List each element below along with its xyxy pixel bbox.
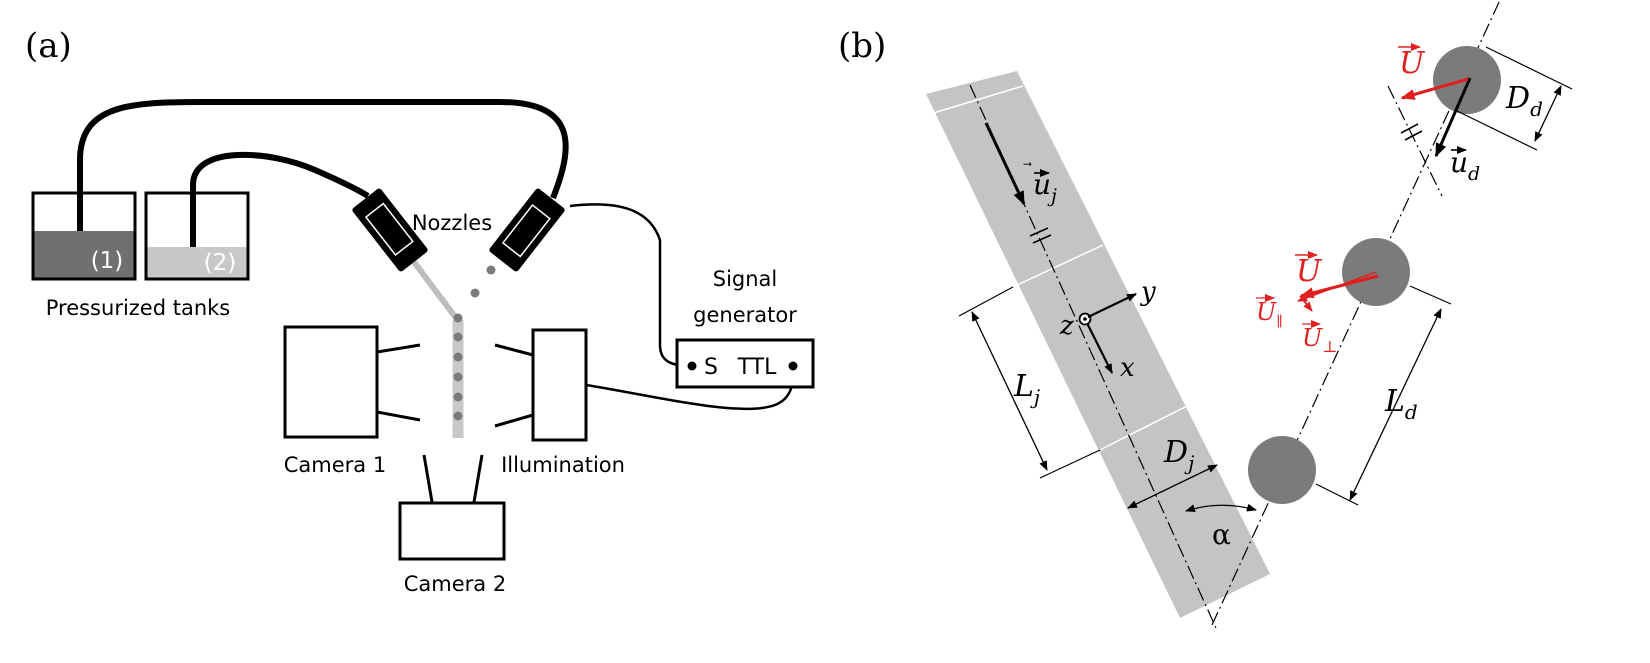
U-perpendicular-label: U⊥: [1302, 324, 1337, 356]
tanks-caption: Pressurized tanks: [46, 296, 231, 320]
droplet: [453, 392, 463, 402]
dd-dimension: [1534, 85, 1562, 142]
dd-extension: [1485, 46, 1573, 90]
droplet: [486, 265, 496, 275]
lj-extension: [958, 286, 1014, 317]
U-parallel-label: U∥: [1256, 298, 1283, 330]
signal-port-s: [687, 361, 697, 371]
signal-generator-label: Signal: [713, 267, 778, 291]
nozzle-right: [489, 188, 565, 272]
droplet-direction-line: [1387, 85, 1443, 197]
droplet-train: [453, 265, 496, 421]
equal-length-mark: [1029, 227, 1052, 244]
x-axis-arrow: [1086, 322, 1113, 374]
ud-label: ud: [1450, 146, 1480, 185]
U-perpendicular-arrow: [1299, 295, 1313, 312]
camera-1: [283, 325, 379, 439]
signal-port-ttl-label: TTL: [737, 355, 777, 380]
U-label-middle: U: [1296, 254, 1323, 289]
axis-y-label: y: [1140, 277, 1156, 307]
illumination: [531, 328, 588, 442]
droplet: [453, 313, 463, 323]
panel-a: (a) (1) (2) Pressurized tanks: [25, 26, 815, 596]
signal-port-ttl: [788, 361, 798, 371]
droplet: [453, 332, 463, 342]
droplet: [453, 352, 463, 362]
U-arrow-top: [1400, 77, 1469, 100]
signal-port-s-label: S: [704, 355, 718, 380]
ld-label: Ld: [1384, 384, 1418, 424]
camera-2-lens: [472, 454, 484, 503]
origin-dot: [1083, 317, 1087, 321]
U-label-top: U: [1399, 46, 1426, 81]
illumination-label: Illumination: [501, 453, 625, 477]
tank-2: [144, 191, 250, 281]
axis-x-label: x: [1120, 353, 1135, 383]
camera-2-label: Camera 2: [404, 572, 506, 596]
ld-extension: [1315, 483, 1359, 506]
droplet-bottom: [1248, 436, 1316, 504]
tube-tank1: [77, 99, 569, 276]
alpha-arc: [1185, 503, 1257, 513]
dj-label: Dj: [1163, 435, 1194, 475]
lj-extension: [1039, 449, 1101, 479]
dj-dimension: [1127, 464, 1218, 509]
cable-nozzle-signal: [569, 203, 693, 368]
illumination-beam: [494, 413, 534, 428]
droplet: [453, 411, 463, 421]
tank-2-label: (2): [204, 250, 237, 276]
dd-label: Dd: [1505, 81, 1543, 121]
camera-2: [398, 501, 506, 561]
tank-2-liquid: [146, 247, 248, 279]
panel-a-label: (a): [25, 26, 72, 66]
tank-1-label: (1): [91, 248, 124, 274]
uj-arrow: [984, 122, 1026, 206]
camera-1-lens: [376, 343, 421, 354]
jet-segment-dividers: [929, 85, 1190, 451]
ud-arrow: [1434, 77, 1472, 158]
axis-z-label: z: [1059, 311, 1074, 341]
droplet: [470, 288, 480, 298]
droplet: [453, 372, 463, 382]
panel-b-label: (b): [838, 26, 886, 66]
equal-length-mark-droplet: [1400, 123, 1423, 141]
ld-dimension: [1349, 308, 1442, 501]
ld-extension: [1409, 285, 1452, 305]
panel-b: (b) uj ⃗ y x z: [838, 0, 1573, 629]
stream-left: [411, 260, 459, 320]
tank-1: [31, 191, 137, 281]
nozzle-left: [352, 188, 428, 272]
signal-generator-label: generator: [693, 303, 797, 327]
camera-1-label: Camera 1: [284, 453, 386, 477]
dd-extension: [1454, 109, 1538, 151]
camera-1-lens: [376, 410, 421, 422]
y-axis-arrow: [1087, 293, 1137, 318]
lj-label: Lj: [1013, 369, 1040, 409]
tank-1-liquid: [33, 231, 135, 279]
lj-dimension: [971, 311, 1048, 471]
tube-tank2: [190, 151, 370, 272]
camera-2-lens: [422, 454, 434, 503]
nozzles-label: Nozzles: [412, 211, 492, 235]
alpha-label: α: [1212, 518, 1231, 551]
U-parallel-arrow: [1297, 271, 1377, 302]
illumination-beam: [494, 343, 534, 357]
